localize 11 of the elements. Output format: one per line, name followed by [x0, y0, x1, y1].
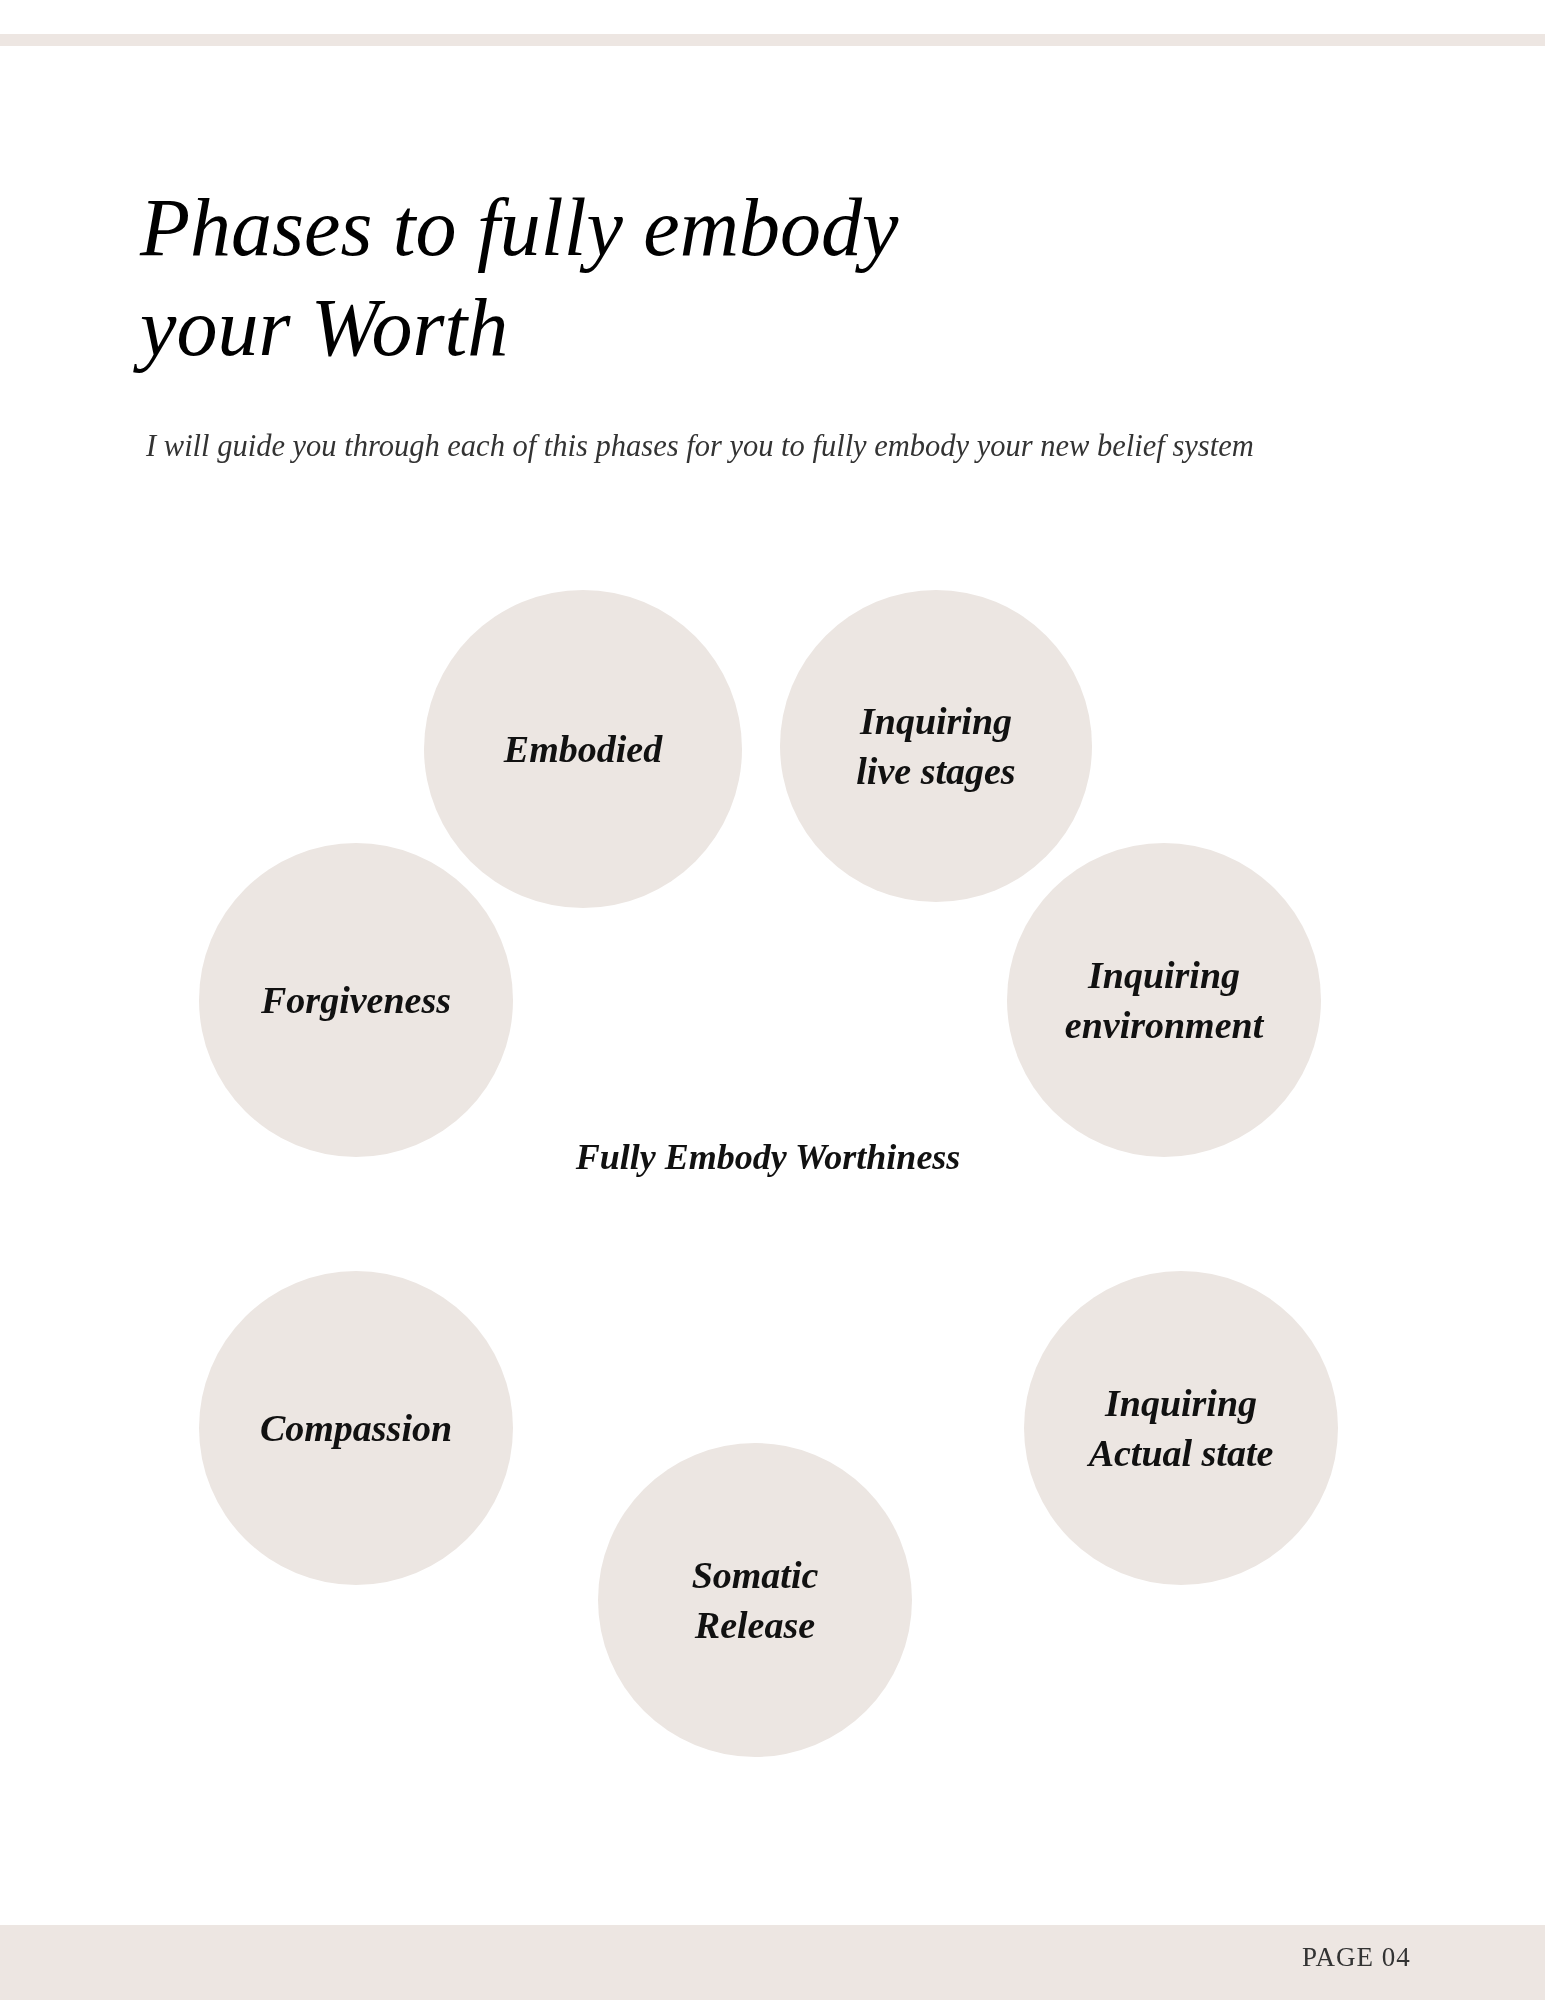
page-title: Phases to fully embody your Worth [124, 172, 946, 392]
subtitle: I will guide you through each of this phases for you to fully embody your new belief system [145, 428, 1255, 465]
phase-label: Inquiring environment [1063, 953, 1266, 1048]
phase-label: Somatic Release [690, 1553, 820, 1648]
phase-label: Forgiveness [260, 978, 452, 1023]
phase-label: Embodied [502, 727, 664, 772]
phase-label: Inquiring live stages [855, 699, 1017, 794]
phase-label: Compassion [258, 1406, 454, 1451]
center-label: Fully Embody Worthiness [574, 1136, 962, 1179]
page-number: PAGE 04 [1302, 1941, 1411, 1974]
phase-label: Inquiring Actual state [1086, 1381, 1275, 1476]
